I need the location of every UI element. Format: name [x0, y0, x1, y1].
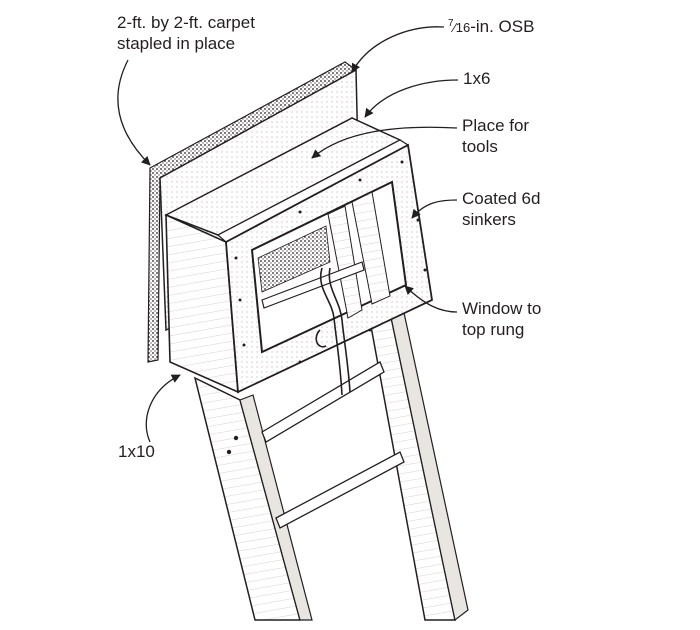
label-sinkers: Coated 6d sinkers: [462, 188, 540, 230]
label-1x6: 1x6: [463, 69, 491, 88]
label-window-line2: top rung: [462, 320, 525, 339]
label-osb-denominator: 16: [455, 20, 471, 35]
label-carpet-line2: stapled in place: [117, 34, 236, 53]
label-osb: 7⁄16-in. OSB: [448, 13, 534, 38]
label-osb-numerator: 7: [448, 18, 454, 29]
leader-lines: [117, 26, 459, 443]
label-window: Window to top rung: [462, 298, 541, 340]
label-carpet-line1: 2-ft. by 2-ft. carpet: [117, 13, 255, 32]
label-sinkers-line2: sinkers: [462, 210, 516, 229]
label-tools-line2: tools: [462, 137, 498, 156]
tool-shelf: [164, 117, 410, 243]
label-osb-text: -in. OSB: [470, 17, 535, 36]
label-window-line1: Window to: [462, 299, 542, 318]
label-osb-fraction: 7⁄16: [448, 18, 471, 35]
label-carpet: 2-ft. by 2-ft. carpet stapled in place: [117, 12, 255, 54]
label-1x10: 1x10: [118, 442, 155, 461]
osb-front-face: [225, 143, 433, 394]
ladder-left-rail: [193, 376, 313, 621]
hanging-hook: [315, 267, 351, 396]
label-tools: Place for tools: [462, 115, 529, 157]
label-sinkers-line1: Coated 6d: [462, 189, 541, 208]
label-tools-line1: Place for: [462, 116, 530, 135]
